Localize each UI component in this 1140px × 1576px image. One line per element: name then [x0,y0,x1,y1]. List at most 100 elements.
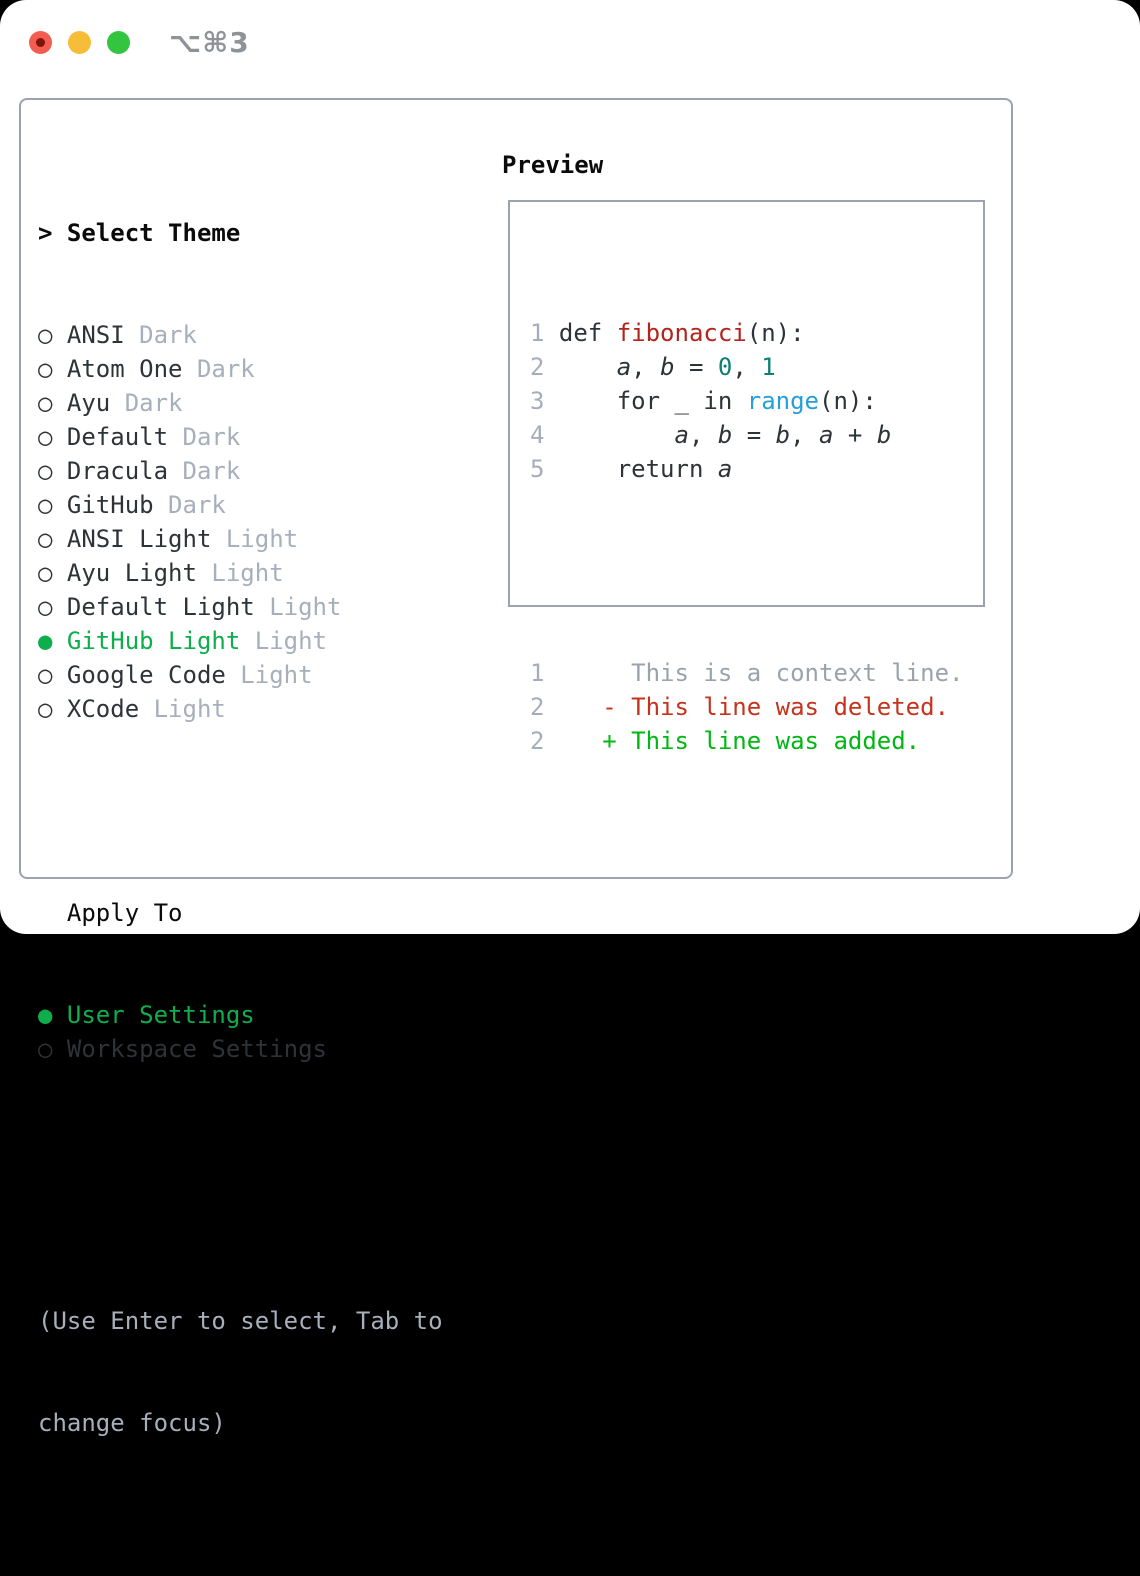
window-title: ⌥⌘3 [169,26,250,59]
code-segment-var: a [718,455,732,483]
diff-segment-del: - This line was deleted. [544,693,949,721]
theme-option-github[interactable]: ○ GitHub Dark [38,488,443,522]
radio-unselected-icon: ○ [38,457,67,485]
theme-option-ansi[interactable]: ○ ANSI Dark [38,318,443,352]
code-segment-plain: (n): [747,319,805,347]
radio-unselected-icon: ○ [38,389,67,417]
apply-option-workspace-settings[interactable]: ○ Workspace Settings [38,1032,443,1066]
theme-variant-tag: Dark [154,491,226,519]
apply-to-list: ● User Settings○ Workspace Settings [38,998,443,1066]
theme-picker-column: > Select Theme ○ ANSI Dark○ Atom One Dar… [38,148,443,1576]
theme-option-xcode[interactable]: ○ XCode Light [38,692,443,726]
radio-unselected-icon: ○ [38,525,67,553]
theme-name: Dracula [67,457,168,485]
theme-option-ansi-light[interactable]: ○ ANSI Light Light [38,522,443,556]
code-segment-var: b [776,421,790,449]
radio-unselected-icon: ○ [38,1035,67,1063]
theme-name: Default [67,423,168,451]
focus-marker: > [38,219,67,247]
code-segment-var: a [617,353,631,381]
code-segment-lit: 1 [761,353,775,381]
code-segment-plain: , [732,353,761,381]
theme-option-default[interactable]: ○ Default Dark [38,420,443,454]
radio-unselected-icon: ○ [38,423,67,451]
theme-name: XCode [67,695,139,723]
code-segment-plain: + [833,421,876,449]
theme-variant-tag: Light [197,559,284,587]
theme-variant-tag: Dark [168,423,240,451]
theme-option-default-light[interactable]: ○ Default Light Light [38,590,443,624]
diff-segment-add: + This line was added. [544,727,920,755]
theme-variant-tag: Light [139,695,226,723]
radio-unselected-icon: ○ [38,321,67,349]
close-button[interactable] [29,31,52,54]
line-number: 1 [530,659,544,687]
code-segment-plain: for _ in [544,387,746,415]
blank-line [530,554,983,588]
zoom-button[interactable] [107,31,130,54]
line-number: 2 [530,693,544,721]
theme-variant-tag: Dark [125,321,197,349]
apply-option-label: User Settings [67,1001,255,1029]
line-number: 2 [530,727,544,755]
theme-name: Ayu [67,389,110,417]
code-segment-plain: , [631,353,660,381]
theme-name: Ayu Light [67,559,197,587]
titlebar: ⌥⌘3 [29,26,250,59]
code-segment-var: a [675,421,689,449]
diff-line: 2 - This line was deleted. [530,690,983,724]
theme-option-dracula[interactable]: ○ Dracula Dark [38,454,443,488]
radio-selected-icon: ● [38,1001,67,1029]
diff-line: 2 + This line was added. [530,724,983,758]
theme-name: Atom One [67,355,183,383]
code-segment-plain [544,421,674,449]
apply-to-header-label: Apply To [67,899,183,927]
theme-option-github-light[interactable]: ● GitHub Light Light [38,624,443,658]
code-segment-plain: = [732,421,775,449]
theme-name: ANSI [67,321,125,349]
code-segment-lit: 0 [718,353,732,381]
radio-unselected-icon: ○ [38,559,67,587]
code-segment-plain: return [544,455,717,483]
theme-list: ○ ANSI Dark○ Atom One Dark○ Ayu Dark○ De… [38,318,443,726]
apply-option-user-settings[interactable]: ● User Settings [38,998,443,1032]
theme-option-google-code[interactable]: ○ Google Code Light [38,658,443,692]
radio-selected-icon: ● [38,627,67,655]
minimize-button[interactable] [68,31,91,54]
code-line: 4 a, b = b, a + b [530,418,983,452]
theme-option-ayu-light[interactable]: ○ Ayu Light Light [38,556,443,590]
diff-preview: 1 This is a context line.2 - This line w… [530,656,983,758]
theme-variant-tag: Light [211,525,298,553]
select-theme-header-label: Select Theme [67,219,240,247]
theme-name: GitHub Light [67,627,240,655]
apply-to-header: Apply To [38,896,443,930]
theme-name: GitHub [67,491,154,519]
code-segment-var: a [819,421,833,449]
code-segment-plain: , [790,421,819,449]
radio-unselected-icon: ○ [38,695,67,723]
code-line: 1 def fibonacci(n): [530,316,983,350]
theme-variant-tag: Light [255,593,342,621]
radio-unselected-icon: ○ [38,593,67,621]
app-window: ⌥⌘3 > Select Theme ○ ANSI Dark○ Atom One… [0,0,1140,934]
code-segment-plain: def [544,319,616,347]
code-segment-plain [544,353,616,381]
hint-line-2: change focus) [38,1406,443,1440]
theme-name: Default Light [67,593,255,621]
spacer [38,794,443,828]
theme-option-atom-one[interactable]: ○ Atom One Dark [38,352,443,386]
theme-variant-tag: Dark [183,355,255,383]
code-segment-func: fibonacci [617,319,747,347]
close-modified-dot-icon [36,38,45,47]
theme-name: Google Code [67,661,226,689]
line-number: 2 [530,353,544,381]
line-number: 5 [530,455,544,483]
spacer [38,1134,443,1168]
hint-line-1: (Use Enter to select, Tab to [38,1304,443,1338]
code-segment-var: b [718,421,732,449]
radio-unselected-icon: ○ [38,491,67,519]
code-segment-plain: , [689,421,718,449]
theme-option-ayu[interactable]: ○ Ayu Dark [38,386,443,420]
code-segment-var: b [660,353,674,381]
